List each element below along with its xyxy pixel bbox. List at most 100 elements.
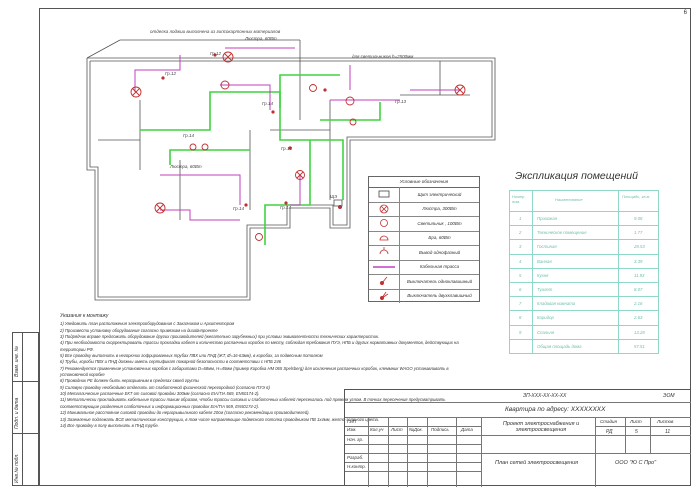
lamp-icon [220, 80, 230, 90]
note-item: 3) Подрядчик вправе предложить оборудова… [60, 334, 380, 340]
note-item: 7) Рекомендуется применение установочных… [60, 365, 449, 378]
sheets-header: Листов [657, 419, 674, 424]
chandelier-icon [295, 170, 305, 180]
lamp-icon [255, 233, 263, 241]
note-item: 10) Металлические распаечные ЕКТ от сило… [60, 391, 260, 397]
label-gr12b: Гр.12 [210, 51, 222, 56]
side-sign-date: Подп. и дата [14, 397, 20, 429]
stage-value: РД [606, 429, 613, 435]
label-shch: ЩЭ [330, 194, 337, 199]
light-line-6 [160, 174, 241, 205]
light-line-7 [290, 175, 301, 206]
col-doc: №Док. [409, 427, 423, 432]
sheet-header: Лист [630, 419, 642, 424]
company-name: ООО "Ю С Про" [615, 460, 657, 466]
panel-icon [378, 190, 390, 198]
outlet-icon [379, 247, 389, 255]
wall-outline [86, 57, 496, 301]
note-item: 1) Уведомить план расположения электрооб… [60, 321, 235, 327]
stage-header: Стадия [600, 419, 617, 424]
label-chandelier-left: Люстра, 60Вт [169, 164, 202, 169]
col-kol: Кол.уч [370, 427, 384, 432]
title-block: ЗП-ХХХ-ХХ-ХХ-ХХ ЭОМ Квартира по адресу: … [344, 389, 691, 487]
room-explication: Экспликация помещений Номер пом. Наимено… [505, 170, 659, 354]
legend-text: Выключатель двухклавишный [407, 293, 472, 299]
cable-route-4 [169, 149, 250, 165]
page-number: 6 [683, 10, 687, 16]
sheet-value: 5 [635, 429, 638, 435]
note-item: 9) Силовую проводку необходимо отделить … [60, 384, 270, 390]
project-name: Проект электроснабжения и электроосвещен… [502, 421, 580, 433]
light-line-3 [220, 84, 271, 110]
label-chandelier-top: Люстра, 60Вт [244, 36, 277, 41]
chandelier-icon [130, 86, 142, 98]
label-gr14c: Гр.14 [233, 206, 245, 211]
legend-row: Бра, 60Вт [369, 230, 479, 246]
legend-row: Выключатель двухклавишный [369, 288, 479, 303]
cable-route-2 [279, 74, 340, 108]
lamp-icon [189, 143, 197, 151]
cable-route-main [140, 91, 344, 200]
sconce-icon [379, 235, 389, 240]
legend-row: Кабельная трасса [369, 259, 479, 275]
header-area: Площадь, кв.м [622, 194, 650, 199]
drawing-name: План сетей электроосвещения [495, 460, 579, 466]
section-code: ЭОМ [663, 393, 675, 399]
note-item: 6) Трубы, коробы ПВХ и ПНД должны иметь … [60, 359, 282, 365]
installation-notes: Указания к монтажу 1) Уведомить план рас… [60, 313, 460, 429]
label-gr12: Гр.12 [165, 71, 177, 76]
object-address: Квартира по адресу: ХХХХХХХХ [505, 406, 606, 413]
note-item: 8) Проводник PE должен быть неразрывным … [60, 378, 199, 384]
col-list: Лист [391, 427, 403, 432]
cable-route-5 [320, 102, 381, 121]
lamp-icon [380, 219, 388, 227]
legend-text: Люстра, 300Вт [422, 206, 457, 212]
lamp-icon [349, 118, 357, 126]
chandelier-icon [222, 51, 234, 63]
chandelier-icon [454, 84, 466, 96]
role-head: Нач. гр. [347, 437, 364, 442]
drawing-frame [39, 8, 691, 486]
document-code: ЗП-ХХХ-ХХ-ХХ-ХХ [523, 393, 567, 399]
label-gr13: Гр.13 [395, 99, 407, 104]
table-row-total: Общая площадь дома 57.51 [509, 340, 659, 354]
note-item: 2) Произвести установку оборудования сог… [60, 327, 218, 333]
role-gip: ГИП [347, 419, 356, 424]
legend-text: Светильник , 100Вт [417, 220, 462, 226]
lamp-icon [309, 84, 317, 92]
legend-text: Бра, 60Вт [428, 235, 451, 241]
header-name: Наименование [555, 197, 583, 202]
explication-title: Экспликация помещений [515, 170, 638, 182]
lamp-icon [345, 96, 355, 106]
header-num: Номер пом. [512, 194, 525, 204]
role-control: Н.контр. [347, 464, 367, 469]
legend-text: Щит электрический [417, 191, 462, 197]
label-gr14d: Гр.14 [280, 205, 292, 210]
legend-row: Выключатель одноклавишный [369, 274, 479, 290]
note-item: 4) При необходимости скорректировать тра… [60, 340, 459, 352]
col-sign: Подпись [431, 427, 449, 432]
sheets-value: 11 [665, 429, 671, 435]
legend-row: Люстра, 300Вт [369, 201, 479, 217]
legend-row: Светильник , 100Вт [369, 216, 479, 232]
label-ledstrip: для светильников h=2500мм [352, 54, 413, 59]
loggia-note: отделка лоджии выполнена из гипсокартонн… [150, 29, 281, 34]
side-stamp: Взам. инв. № Подп. и дата Инв.№ подл. [12, 332, 39, 486]
chandelier-icon [154, 202, 166, 214]
note-item: 11) Металлически прокладывать кабельные … [60, 397, 446, 409]
lamp-icon [201, 143, 209, 151]
col-date: Дата [461, 427, 473, 432]
label-gr13b: Гр.13 [281, 146, 293, 151]
note-item: 12) Минимальное расстояние силовой прово… [60, 410, 310, 416]
notes-title: Указания к монтажу [60, 313, 109, 319]
note-item: 14) Все проводку в полу выполнить в ПНД … [60, 422, 159, 428]
